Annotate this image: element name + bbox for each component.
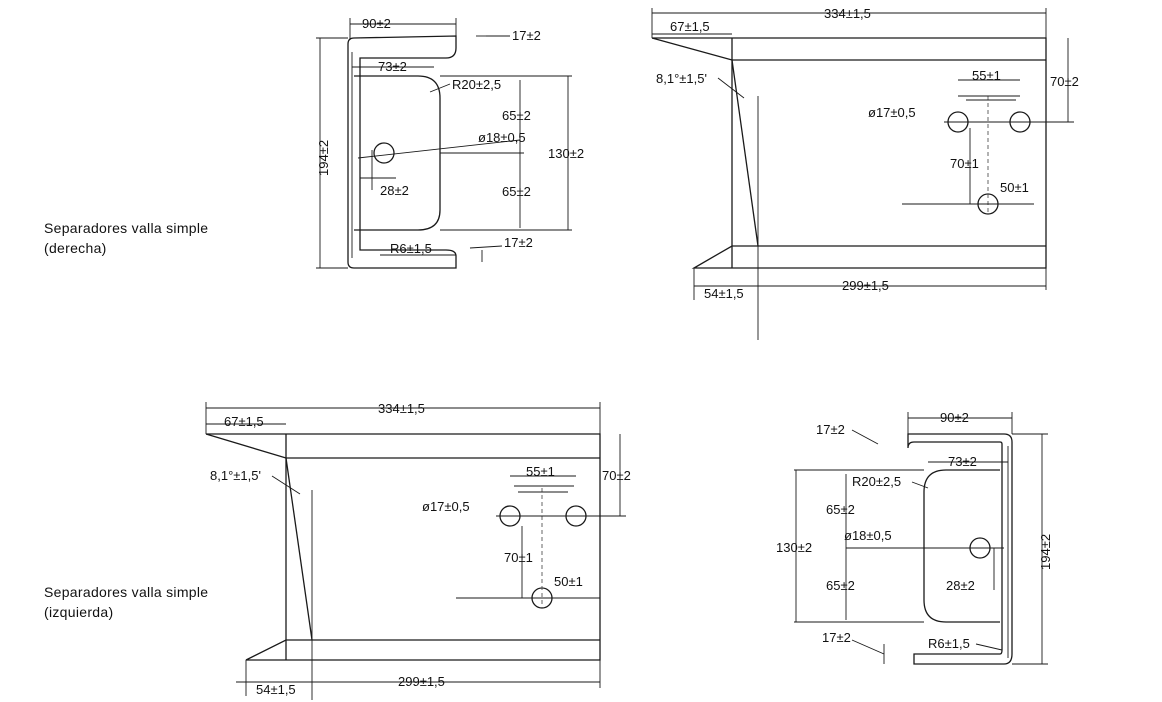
section-view-left: 90±2 73±2 17±2 R20±2,5 194±2 65±2 65±2 1… bbox=[776, 410, 1053, 665]
angle-leader bbox=[717, 77, 745, 99]
dim-angle: 8,1°±1,5' bbox=[656, 71, 707, 86]
dim-flange-top: 17±2 bbox=[816, 422, 845, 437]
plate-top-taper bbox=[651, 37, 1046, 61]
r20-leader bbox=[911, 481, 929, 489]
plan-view-left: 55±1 ø17±0,5 70±1 50±1 70±2 334±1,5 67±1… bbox=[205, 401, 631, 700]
dim-hole-spacing: 55±1 bbox=[526, 464, 555, 479]
dim-flange-top: 17±2 bbox=[512, 28, 541, 43]
dim-offset-bottom: 54±1,5 bbox=[704, 286, 744, 301]
r20-leader bbox=[429, 83, 451, 93]
hole-leader bbox=[357, 139, 521, 159]
dim-height: 194±2 bbox=[1038, 534, 1053, 570]
angle-leader bbox=[271, 475, 301, 495]
dim-130: 130±2 bbox=[776, 540, 812, 555]
dim-hole-offset: 50±1 bbox=[1000, 180, 1029, 195]
dim-hole-spacing: 55±1 bbox=[972, 68, 1001, 83]
dim-total-length: 334±1,5 bbox=[378, 401, 425, 416]
dim-hole-dia: ø17±0,5 bbox=[422, 499, 470, 514]
profile-outline bbox=[907, 433, 1013, 665]
dim-17-top-leader bbox=[851, 429, 879, 445]
dim-radius-small: R6±1,5 bbox=[928, 636, 970, 651]
dim-width: 90±2 bbox=[362, 16, 391, 31]
web-plate bbox=[923, 469, 1000, 623]
dim-17-bottom-leader bbox=[851, 639, 885, 655]
dim-angle: 8,1°±1,5' bbox=[210, 468, 261, 483]
dim-taper-length: 67±1,5 bbox=[224, 414, 264, 429]
dim-width: 90±2 bbox=[940, 410, 969, 425]
taper-edge bbox=[731, 59, 759, 247]
dim-radius-small: R6±1,5 bbox=[390, 241, 432, 256]
section-view-right: 90±2 73±2 17±2 R20±2,5 194±2 65±2 65±2 1… bbox=[316, 16, 584, 269]
plate-outline bbox=[206, 433, 601, 661]
dim-hole-edge: 28±2 bbox=[946, 578, 975, 593]
r6-leader bbox=[975, 643, 1003, 651]
dim-length-bottom: 299±1,5 bbox=[842, 278, 889, 293]
dim-17-bottom-leader bbox=[469, 245, 503, 249]
dim-flange-bottom: 17±2 bbox=[822, 630, 851, 645]
dim-65-upper: 65±2 bbox=[502, 108, 531, 123]
dim-65-upper: 65±2 bbox=[826, 502, 855, 517]
plate-top-taper bbox=[205, 433, 600, 459]
dim-hole-vertical: 70±1 bbox=[950, 156, 979, 171]
dim-height: 70±2 bbox=[1050, 74, 1079, 89]
dim-hole-dia: ø18±0,5 bbox=[844, 528, 892, 543]
dim-65-lower: 65±2 bbox=[502, 184, 531, 199]
plate-outline bbox=[652, 37, 1047, 269]
dim-total-length: 334±1,5 bbox=[824, 6, 871, 21]
dim-radius-large: R20±2,5 bbox=[852, 474, 901, 489]
label-right-line2: (derecha) bbox=[44, 240, 107, 256]
dim-inner-width: 73±2 bbox=[948, 454, 977, 469]
dim-height: 70±2 bbox=[602, 468, 631, 483]
dim-65-lower: 65±2 bbox=[826, 578, 855, 593]
label-right-line1: Separadores valla simple bbox=[44, 220, 208, 236]
dim-radius-large: R20±2,5 bbox=[452, 77, 501, 92]
dim-inner-width: 73±2 bbox=[378, 59, 407, 74]
web-plate bbox=[354, 75, 441, 231]
dim-hole-vertical: 70±1 bbox=[504, 550, 533, 565]
dim-height: 194±2 bbox=[316, 140, 331, 176]
dim-length-bottom: 299±1,5 bbox=[398, 674, 445, 689]
plan-view-right: 55±1 ø17±0,5 70±1 50±1 70±2 334±1,5 67±1… bbox=[651, 6, 1079, 340]
dim-taper-length: 67±1,5 bbox=[670, 19, 710, 34]
taper-edge bbox=[285, 457, 313, 641]
profile-outline bbox=[347, 35, 457, 269]
dim-hole-dia: ø18±0,5 bbox=[478, 130, 526, 145]
label-left-line1: Separadores valla simple bbox=[44, 584, 208, 600]
dim-130: 130±2 bbox=[548, 146, 584, 161]
label-left-line2: (izquierda) bbox=[44, 604, 113, 620]
dim-hole-offset: 50±1 bbox=[554, 574, 583, 589]
dim-offset-bottom: 54±1,5 bbox=[256, 682, 296, 697]
dim-hole-edge: 28±2 bbox=[380, 183, 409, 198]
dim-flange-bottom: 17±2 bbox=[504, 235, 533, 250]
hole-18 bbox=[373, 142, 395, 164]
dim-hole-dia: ø17±0,5 bbox=[868, 105, 916, 120]
